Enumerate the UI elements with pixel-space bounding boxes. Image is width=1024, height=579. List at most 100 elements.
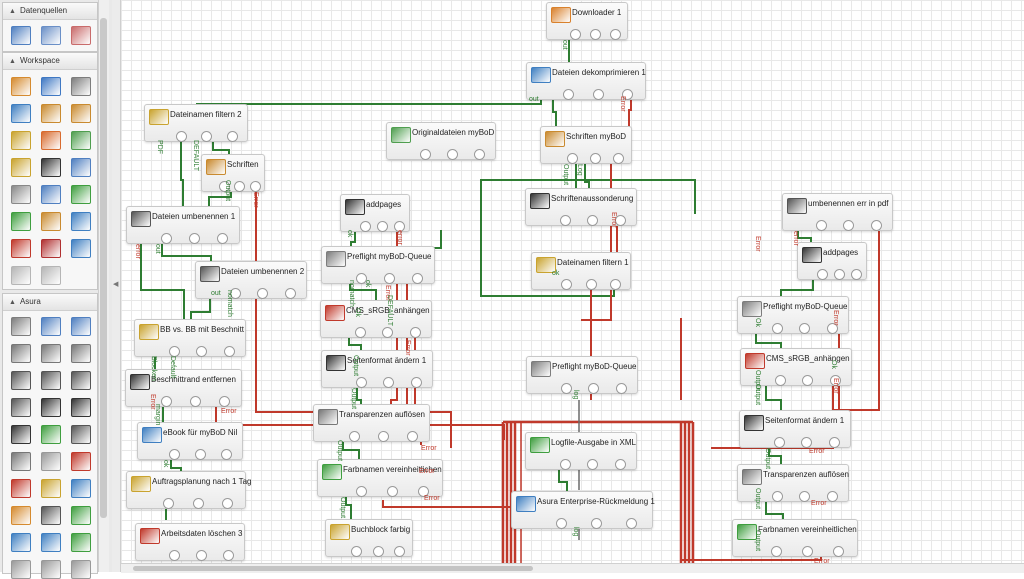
approve-icon[interactable] (41, 425, 61, 444)
text-icon[interactable] (71, 506, 91, 525)
node-bookblock[interactable]: Buchblock farbig (325, 519, 413, 557)
cube-icon[interactable] (41, 239, 61, 258)
preflight-icon[interactable] (11, 317, 31, 336)
output-port[interactable] (616, 383, 627, 394)
node-preflight-l[interactable]: Preflight myBoD-Queue (321, 246, 435, 284)
connection-wire[interactable] (140, 242, 185, 320)
output-port[interactable] (169, 346, 180, 357)
connection-wire[interactable] (180, 140, 184, 208)
output-port[interactable] (411, 377, 422, 388)
grid-icon[interactable] (41, 266, 61, 285)
output-port[interactable] (230, 288, 241, 299)
output-port[interactable] (560, 215, 571, 226)
connection-wire[interactable] (212, 140, 230, 156)
output-port[interactable] (196, 550, 207, 561)
node-cleanup[interactable]: Arbeitsdaten löschen 3 (135, 523, 245, 561)
panel-header-datenquellen[interactable]: ▲Datenquellen (3, 3, 97, 20)
output-port[interactable] (378, 431, 389, 442)
node-cms-r[interactable]: CMS_sRGB_anhängen (740, 348, 852, 386)
output-port[interactable] (588, 383, 599, 394)
output-port[interactable] (801, 437, 812, 448)
output-port[interactable] (774, 437, 785, 448)
rgb-icon[interactable] (71, 479, 91, 498)
image-source-icon[interactable] (41, 26, 61, 45)
output-port[interactable] (802, 375, 813, 386)
node-enterprise[interactable]: Asura Enterprise-Rückmeldung 1 (511, 491, 655, 529)
connection-wire[interactable] (765, 500, 784, 522)
connection-wire[interactable] (780, 278, 814, 298)
output-port[interactable] (799, 323, 810, 334)
node-filter1[interactable]: Dateinamen filtern 1 (531, 252, 631, 290)
node-schriften-r[interactable]: Schriften myBoD (540, 126, 632, 164)
output-port[interactable] (447, 149, 458, 160)
job-icon[interactable] (11, 77, 31, 96)
connection-wire[interactable] (480, 179, 696, 297)
folder-stack-icon[interactable] (11, 26, 31, 45)
node-schriften-l[interactable]: Schriften (201, 154, 265, 192)
download-icon[interactable] (11, 212, 31, 231)
output-port[interactable] (772, 323, 783, 334)
output-port[interactable] (195, 449, 206, 460)
output-port[interactable] (407, 431, 418, 442)
eps-icon[interactable] (11, 533, 31, 552)
connection-wire[interactable] (356, 386, 362, 406)
clock-icon[interactable] (11, 158, 31, 177)
sidebar-scroll-thumb[interactable] (100, 18, 107, 518)
node-colornames-r[interactable]: Farbnamen vereinheitlichen (732, 519, 858, 557)
output-port[interactable] (613, 153, 624, 164)
output-port[interactable] (799, 491, 810, 502)
output-port[interactable] (410, 327, 421, 338)
name-icon[interactable] (71, 104, 91, 123)
nil-icon[interactable] (71, 239, 91, 258)
output-port[interactable] (593, 89, 604, 100)
node-ebook[interactable]: eBook für myBoD Nil (137, 422, 243, 460)
document-icon[interactable] (11, 425, 31, 444)
connection-wire[interactable] (208, 190, 232, 208)
stamp-pdf-icon[interactable] (41, 506, 61, 525)
output-port[interactable] (412, 273, 423, 284)
hand-icon[interactable] (11, 506, 31, 525)
output-port[interactable] (285, 288, 296, 299)
connection-wire[interactable] (349, 282, 377, 302)
resize-icon[interactable] (11, 398, 31, 417)
output-port[interactable] (474, 149, 485, 160)
output-port[interactable] (570, 29, 581, 40)
node-logfile[interactable]: Logfile-Ausgabe in XML (525, 432, 637, 470)
node-transp-l[interactable]: Transparenzen auflösen (313, 404, 430, 442)
output-port[interactable] (622, 89, 633, 100)
output-port[interactable] (360, 221, 371, 232)
output-port[interactable] (176, 131, 187, 142)
output-port[interactable] (626, 518, 637, 529)
pdf-icon[interactable] (71, 131, 91, 150)
output-port[interactable] (227, 131, 238, 142)
output-port[interactable] (169, 449, 180, 460)
connection-wire[interactable] (768, 446, 782, 466)
output-port[interactable] (196, 346, 207, 357)
output-port[interactable] (775, 375, 786, 386)
output-port[interactable] (383, 377, 394, 388)
connection-wire[interactable] (552, 98, 557, 128)
barcode-icon[interactable] (71, 398, 91, 417)
merge-pages-icon[interactable] (41, 344, 61, 363)
filter-icon[interactable] (11, 131, 31, 150)
output-port[interactable] (356, 273, 367, 284)
output-port[interactable] (420, 149, 431, 160)
output-port[interactable] (384, 273, 395, 284)
output-port[interactable] (561, 383, 572, 394)
output-port[interactable] (590, 153, 601, 164)
node-rename2[interactable]: Dateien umbenennen 2 (195, 261, 307, 299)
printer-icon[interactable] (71, 77, 91, 96)
output-port[interactable] (161, 396, 172, 407)
connection-wire[interactable] (161, 242, 212, 264)
transparency-icon[interactable] (11, 452, 31, 471)
canvas-scroll-thumb[interactable] (133, 566, 533, 571)
output-port[interactable] (610, 29, 621, 40)
page-icon[interactable] (41, 452, 61, 471)
output-port[interactable] (830, 375, 841, 386)
output-port[interactable] (163, 498, 174, 509)
output-port[interactable] (591, 518, 602, 529)
output-port[interactable] (827, 491, 838, 502)
output-port[interactable] (219, 181, 230, 192)
output-port[interactable] (827, 323, 838, 334)
rename-icon[interactable] (41, 104, 61, 123)
